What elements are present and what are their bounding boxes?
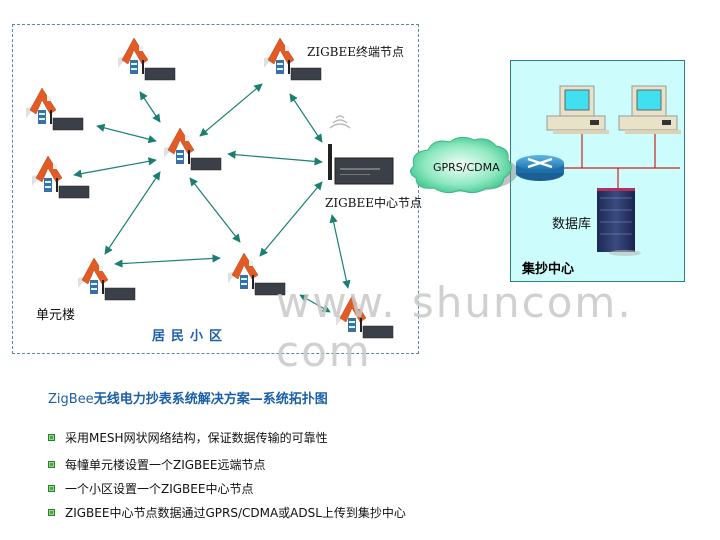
page-title: ZigBee无线电力抄表系统解决方案—系统拓扑图 xyxy=(48,388,328,407)
title-prefix: ZigBee xyxy=(48,392,94,407)
building-node-icon xyxy=(336,295,394,339)
bullet-text: 一个小区设置一个ZIGBEE中心节点 xyxy=(65,482,254,496)
mesh-link-arrow xyxy=(259,181,323,257)
computer-icon xyxy=(546,85,609,134)
building-node-icon xyxy=(164,127,222,171)
mesh-links xyxy=(73,83,351,313)
mesh-link-arrow xyxy=(96,123,157,144)
mesh-link-arrow xyxy=(73,157,157,178)
gprs-cdma-cloud-icon xyxy=(410,136,518,194)
building-node-icon xyxy=(118,37,176,81)
computer-icon xyxy=(618,85,681,134)
bullet-item: 采用MESH网状网络结构，保证数据传输的可靠性 xyxy=(48,429,328,446)
mesh-link-arrow xyxy=(329,214,351,289)
bullet-icon xyxy=(48,434,55,441)
bullet-text: 采用MESH网状网络结构，保证数据传输的可靠性 xyxy=(65,431,328,445)
router-icon xyxy=(516,155,564,181)
database-server-icon xyxy=(597,188,641,256)
residential-area-boundary xyxy=(12,24,419,354)
data-center-label: 集抄中心 xyxy=(522,262,575,277)
building-node-icon xyxy=(264,37,322,81)
lan-lines xyxy=(564,132,680,188)
mesh-link-arrow xyxy=(139,91,161,123)
center-node-label: ZIGBEE中心节点 xyxy=(325,196,423,210)
building-node-icon xyxy=(32,155,90,199)
building-node-icon xyxy=(228,252,286,296)
bullet-icon xyxy=(48,461,55,468)
bullet-text: 每幢单元楼设置一个ZIGBEE远端节点 xyxy=(65,458,266,472)
mesh-link-arrow xyxy=(227,150,323,166)
cloud-label: GPRS/CDMA xyxy=(433,161,500,174)
bullet-item: ZIGBEE中心节点数据通过GPRS/CDMA或ADSL上传到集抄中心 xyxy=(48,504,406,521)
end-node-label: ZIGBEE终端节点 xyxy=(307,45,405,59)
zigbee-center-node-icon xyxy=(328,115,394,185)
bullet-icon xyxy=(48,485,55,492)
building-node-icon xyxy=(78,257,136,301)
building-label: 单元楼 xyxy=(36,308,76,323)
building-node-icon xyxy=(26,87,84,131)
mesh-link-arrow xyxy=(104,171,161,255)
building-nodes xyxy=(26,37,394,339)
bullet-icon xyxy=(48,509,55,516)
mesh-link-arrow xyxy=(199,83,263,137)
residential-area-label: 居民小区 xyxy=(152,329,229,344)
mesh-link-arrow xyxy=(299,294,331,313)
watermark: www. shuncom. com xyxy=(276,278,633,376)
title-main: 无线电力抄表系统解决方案—系统拓扑图 xyxy=(93,392,328,407)
mesh-link-arrow xyxy=(114,254,221,268)
mesh-link-arrow xyxy=(189,177,241,243)
database-label: 数据库 xyxy=(552,217,592,232)
bullet-item: 一个小区设置一个ZIGBEE中心节点 xyxy=(48,480,253,497)
bullet-item: 每幢单元楼设置一个ZIGBEE远端节点 xyxy=(48,456,265,473)
mesh-link-arrow xyxy=(289,93,323,143)
bullet-text: ZIGBEE中心节点数据通过GPRS/CDMA或ADSL上传到集抄中心 xyxy=(65,506,406,520)
